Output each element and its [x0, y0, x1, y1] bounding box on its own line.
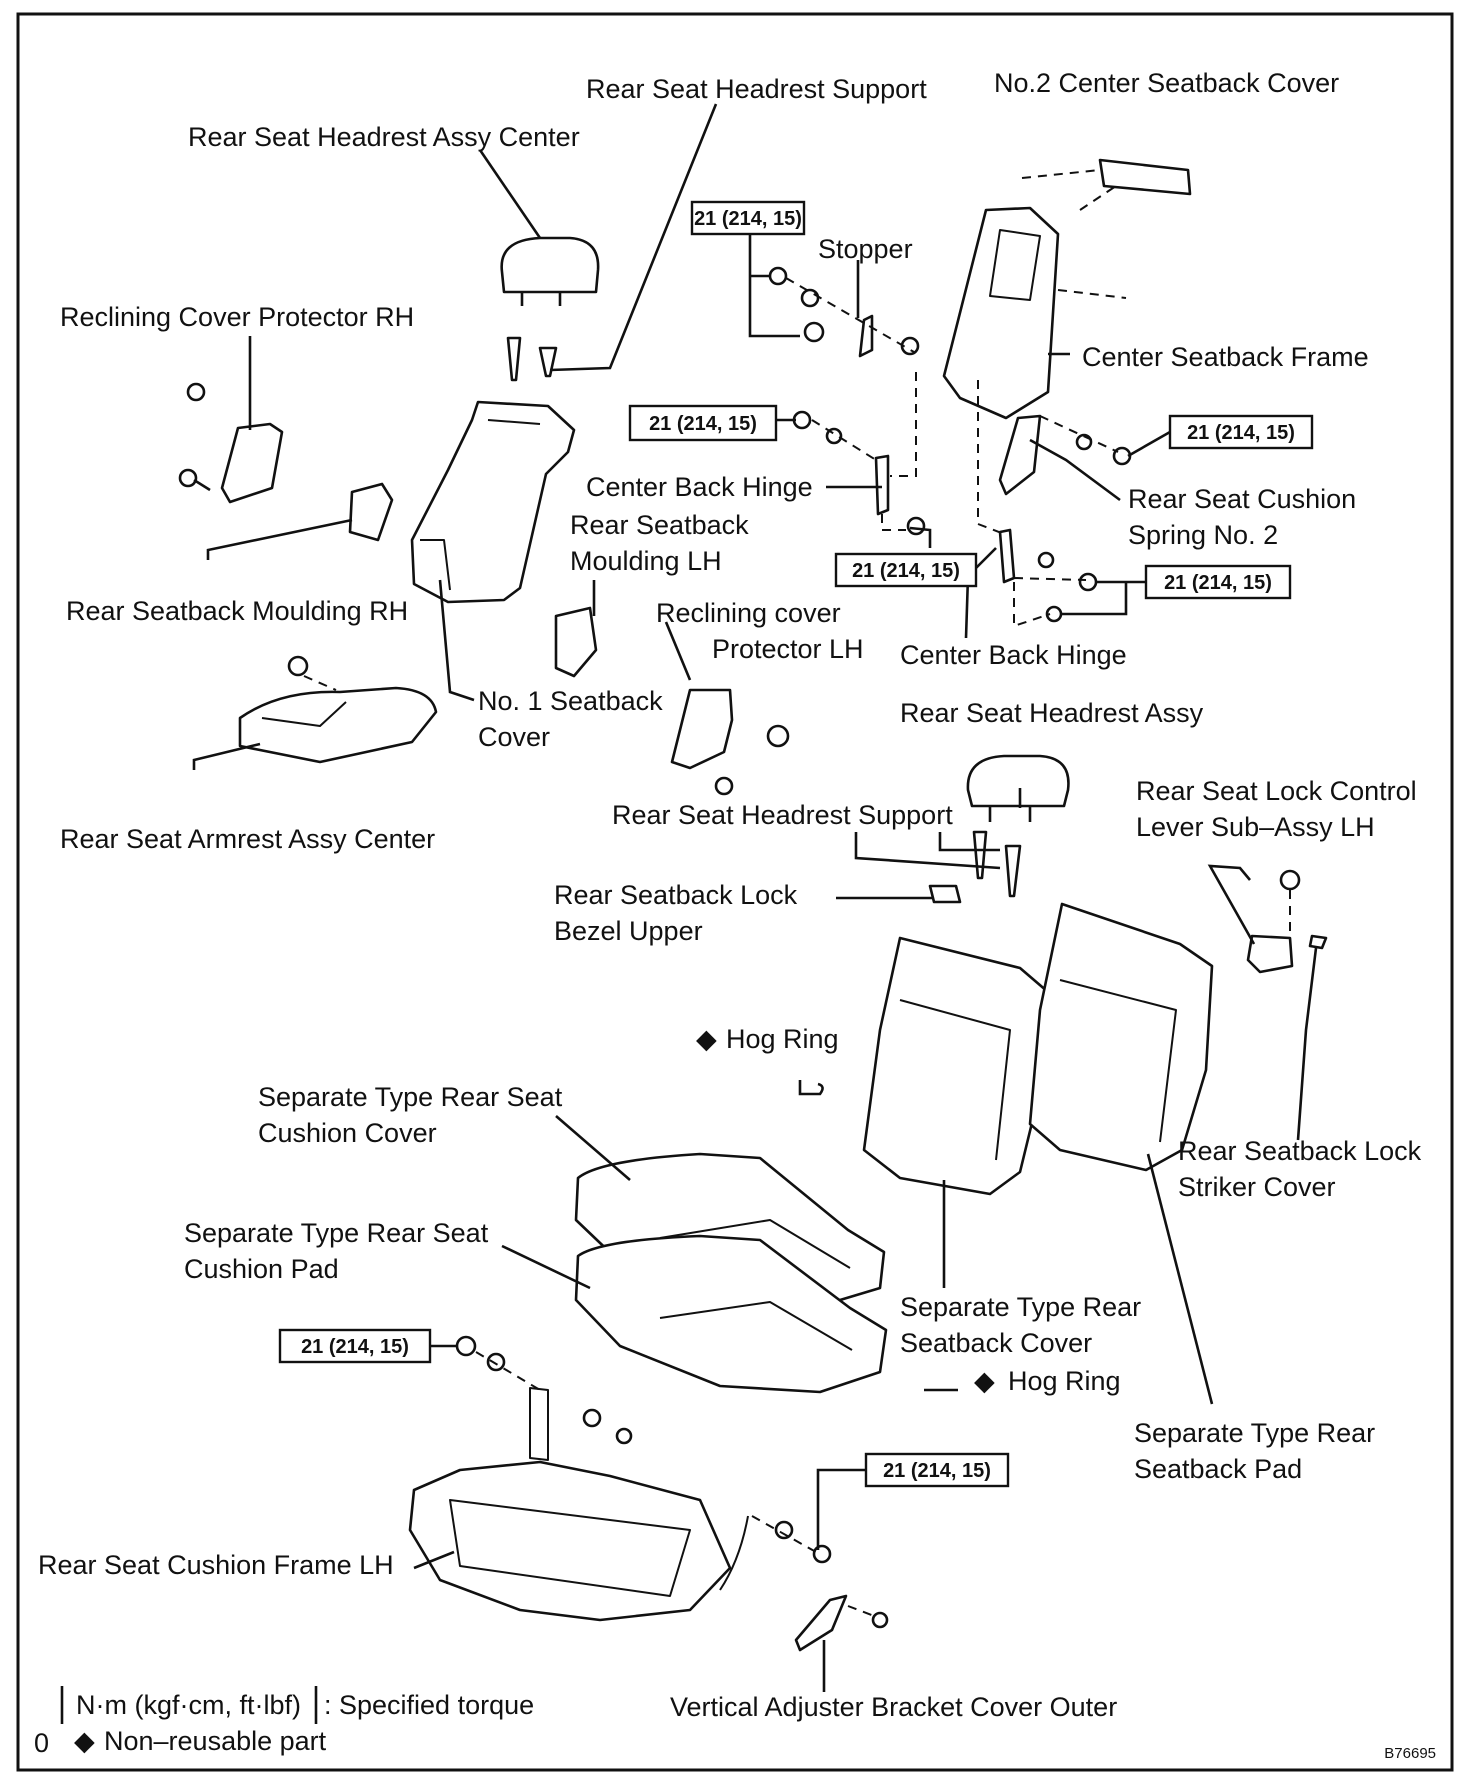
center-seatback-frame-part — [942, 206, 1060, 420]
label-armrest-assy-center: Rear Seat Armrest Assy Center — [60, 824, 435, 854]
rear-seat-headrest-support-part-mid — [972, 830, 1022, 898]
torque-value: 21 (214, 15) — [301, 1336, 409, 1358]
rear-seatback-moulding-rh-part — [348, 482, 394, 542]
torque-callout-6: 21 (214, 15) — [278, 1328, 432, 1364]
label-cushion-pad-line2: Cushion Pad — [184, 1254, 339, 1284]
label-seatback-cover-line1: Separate Type Rear — [900, 1292, 1141, 1322]
rear-seat-armrest-assy-center-part — [238, 655, 438, 764]
no1-seatback-cover-part — [410, 400, 576, 604]
legend-specified-torque: : Specified torque — [324, 1690, 534, 1720]
no2-center-seatback-cover-part — [1098, 158, 1192, 196]
torque-value: 21 (214, 15) — [649, 413, 757, 435]
separate-type-rear-seatback-cover-part — [862, 936, 1050, 1196]
separate-type-rear-seatback-pad-part — [1028, 902, 1214, 1172]
leader-lines — [192, 103, 1318, 1692]
torque-callout-5: 21 (214, 15) — [1144, 564, 1292, 600]
torque-value: 21 (214, 15) — [1187, 422, 1295, 444]
label-seatback-cover-line2: Seatback Cover — [900, 1328, 1092, 1358]
label-lock-control-line1: Rear Seat Lock Control — [1136, 776, 1417, 806]
label-lock-striker-line1: Rear Seatback Lock — [1178, 1136, 1422, 1166]
label-no1-seatback-cover-line2: Cover — [478, 722, 550, 752]
label-moulding-rh: Rear Seatback Moulding RH — [66, 596, 408, 626]
legend-unit-box: N·m (kgf·cm, ft·lbf) — [76, 1690, 301, 1720]
label-lock-bezel-line1: Rear Seatback Lock — [554, 880, 798, 910]
diamond-icon: ◆ — [696, 1024, 717, 1054]
rear-seat-cushion-frame-lh-part — [408, 1387, 749, 1622]
label-vertical-adjuster-bracket: Vertical Adjuster Bracket Cover Outer — [670, 1692, 1117, 1722]
label-lock-bezel-line2: Bezel Upper — [554, 916, 703, 946]
diamond-icon: ◆ — [974, 1366, 995, 1396]
rear-seatback-lock-bezel-upper-part — [928, 884, 962, 904]
rear-seat-headrest-assy-part — [966, 754, 1070, 822]
label-headrest-support-mid: Rear Seat Headrest Support — [612, 800, 953, 830]
torque-callout-3: 21 (214, 15) — [1168, 414, 1314, 450]
torque-callout-1: 21 (214, 15) — [690, 200, 806, 236]
rear-seat-lock-control-lever-part — [1246, 869, 1328, 974]
label-reclining-protector-lh-line2: Protector LH — [712, 634, 864, 664]
rear-seat-headrest-assy-center-part — [500, 236, 600, 306]
hog-ring-top-part — [798, 1080, 824, 1096]
label-moulding-lh-line1: Rear Seatback — [570, 510, 749, 540]
part-labels: Rear Seat Headrest Support No.2 Center S… — [38, 68, 1422, 1722]
label-seatback-pad-line1: Separate Type Rear — [1134, 1418, 1375, 1448]
center-back-hinge-lower-part — [998, 528, 1016, 584]
label-stopper: Stopper — [818, 234, 913, 264]
label-seatback-pad-line2: Seatback Pad — [1134, 1454, 1302, 1484]
label-hog-ring-top: Hog Ring — [726, 1024, 839, 1054]
label-center-back-hinge-lower: Center Back Hinge — [900, 640, 1127, 670]
torque-callout-2: 21 (214, 15) — [628, 404, 778, 442]
label-lock-control-line2: Lever Sub–Assy LH — [1136, 812, 1375, 842]
legend-marker: 0 — [34, 1728, 49, 1758]
torque-value: 21 (214, 15) — [883, 1460, 991, 1482]
rear-seat-cushion-spring-no2-part — [998, 414, 1042, 496]
torque-value: 21 (214, 15) — [1164, 572, 1272, 594]
label-cushion-cover-line1: Separate Type Rear Seat — [258, 1082, 563, 1112]
separate-type-rear-seat-cushion-pad-part — [574, 1234, 888, 1394]
torque-value: 21 (214, 15) — [852, 560, 960, 582]
label-reclining-protector-lh-line1: Reclining cover — [656, 598, 841, 628]
diamond-icon: ◆ — [74, 1726, 95, 1756]
label-center-seatback-frame: Center Seatback Frame — [1082, 342, 1369, 372]
label-cushion-pad-line1: Separate Type Rear Seat — [184, 1218, 489, 1248]
vertical-adjuster-bracket-cover-outer-part — [794, 1594, 848, 1652]
legend: N·m (kgf·cm, ft·lbf) : Specified torque … — [34, 1686, 1436, 1762]
label-lock-striker-line2: Striker Cover — [1178, 1172, 1336, 1202]
legend-non-reusable-part: Non–reusable part — [104, 1726, 327, 1756]
label-no2-center-seatback-cover: No.2 Center Seatback Cover — [994, 68, 1339, 98]
label-reclining-cover-protector-rh: Reclining Cover Protector RH — [60, 302, 414, 332]
label-cushion-spring-no2-line2: Spring No. 2 — [1128, 520, 1278, 550]
reclining-cover-protector-rh-part — [178, 382, 284, 504]
label-cushion-frame-lh: Rear Seat Cushion Frame LH — [38, 1550, 394, 1580]
torque-callout-7: 21 (214, 15) — [864, 1452, 1010, 1488]
label-cushion-cover-line2: Cushion Cover — [258, 1118, 437, 1148]
label-headrest-support-top: Rear Seat Headrest Support — [586, 74, 927, 104]
figure-id: B76695 — [1384, 1745, 1436, 1762]
center-back-hinge-upper-part — [874, 454, 890, 516]
assembly-dashed-lines — [303, 169, 1291, 1617]
diagram-border — [16, 12, 1454, 1772]
label-moulding-lh-line2: Moulding LH — [570, 546, 722, 576]
stopper-part — [768, 266, 920, 358]
label-cushion-spring-no2-line1: Rear Seat Cushion — [1128, 484, 1356, 514]
label-center-back-hinge-upper: Center Back Hinge — [586, 472, 813, 502]
label-headrest-assy-center: Rear Seat Headrest Assy Center — [188, 122, 580, 152]
label-hog-ring-bottom: Hog Ring — [1008, 1366, 1121, 1396]
torque-callout-4: 21 (214, 15) — [834, 552, 978, 588]
label-no1-seatback-cover-line1: No. 1 Seatback — [478, 686, 663, 716]
rear-seatback-moulding-lh-part — [554, 606, 598, 678]
torque-value: 21 (214, 15) — [694, 208, 802, 230]
reclining-cover-protector-lh-part — [670, 688, 790, 796]
rear-seat-headrest-support-part-upper — [506, 336, 558, 382]
label-rear-seat-headrest-assy: Rear Seat Headrest Assy — [900, 698, 1204, 728]
